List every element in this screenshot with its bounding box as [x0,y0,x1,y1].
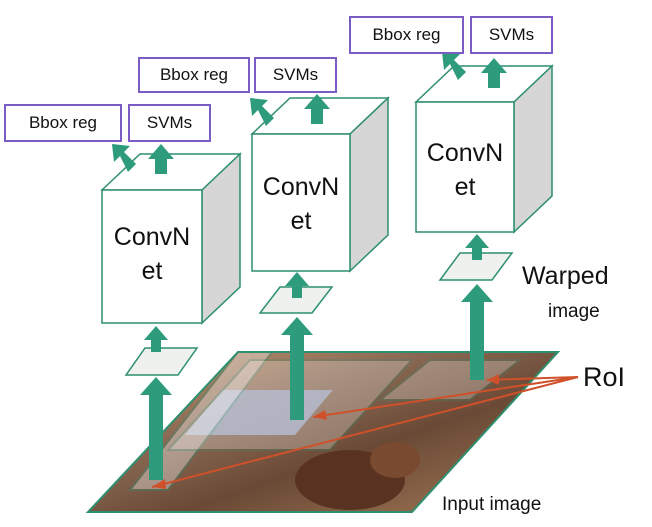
bbox-arrow-1 [112,144,136,172]
svm-arrow-3 [481,58,507,88]
bbox-arrow-2 [250,98,274,126]
warped-plane-3 [438,252,514,281]
convnet-cube-3 [414,64,554,234]
convnet-cube-2 [250,96,390,273]
roi-region-left [127,351,275,491]
svms-label-2: SVMs [272,65,319,84]
svms-label-3: SVMs [488,25,535,44]
svms-box-2: SVMs [254,57,337,93]
convnet-label-3: ConvN et [426,139,504,201]
bbox-reg-box-1: Bbox reg [4,104,122,142]
input-image-label: Input image [442,494,542,515]
small-arrow-3 [465,234,489,260]
roi-arrowhead-1 [152,479,166,489]
roi-arrowhead-2 [313,410,327,420]
svms-box-1: SVMs [128,104,211,142]
bbox-arrow-3 [442,52,466,80]
bbox-reg-label-1: Bbox reg [28,113,98,132]
svm-arrow-1 [148,144,174,174]
roi-line-2 [312,376,579,418]
small-arrow-2 [285,272,309,298]
bbox-reg-label-2: Bbox reg [159,65,229,84]
bbox-reg-box-2: Bbox reg [138,57,250,93]
bbox-reg-box-3: Bbox reg [349,16,464,54]
warped-plane-2 [258,286,334,314]
svms-label-1: SVMs [146,113,193,132]
convnet-cube-1 [100,152,242,325]
svms-box-3: SVMs [470,16,553,54]
warped-label-line2: image [548,301,600,322]
roi-region-right [377,359,523,401]
roi-line-3 [486,376,579,381]
big-arrow-1 [140,377,172,480]
convnet-label-1: ConvN et [113,223,191,285]
warped-plane-1 [124,347,199,376]
warped-label-line1: Warped [522,262,609,290]
roi-line-1 [151,376,579,488]
big-arrow-3 [461,284,493,380]
small-arrow-1 [144,326,168,352]
big-arrows [140,284,493,480]
input-image-plane [85,351,561,513]
roi-label: RoI [583,362,626,392]
bbox-reg-label-3: Bbox reg [372,25,441,44]
svm-arrow-2 [304,94,330,124]
big-arrow-2 [281,317,313,420]
photo-detail-horse-face [370,442,420,478]
roi-arrowhead-3 [487,374,499,385]
convnet-label-2: ConvN et [262,173,340,235]
